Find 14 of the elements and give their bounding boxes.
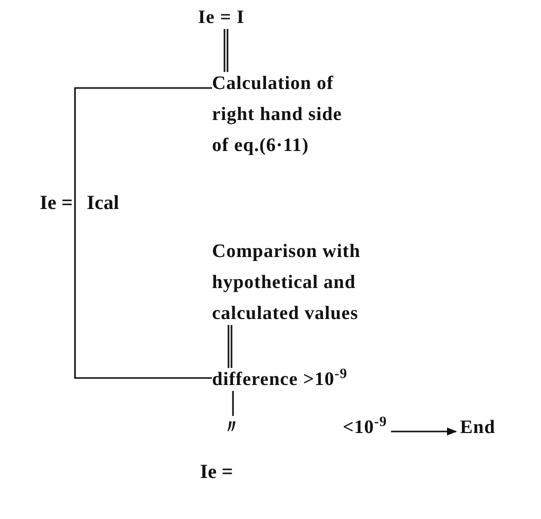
edge-label: Ie = Ical [40, 193, 119, 213]
flow-step-text: <10$^{-9}$ [342, 412, 387, 440]
equation-text: Ie = [200, 462, 234, 482]
arrow [391, 428, 457, 436]
flow-step-text: difference >10$^{-9}$ [212, 364, 348, 395]
flow-step-text: Calculation of right hand side of eq.(6·11) [212, 68, 364, 161]
flow-step-text: Ie = I [198, 2, 245, 33]
connector-line [74, 87, 212, 379]
flow-step-text: End [460, 412, 496, 443]
double-line-connector [224, 28, 228, 73]
flow-step-text: Comparison with hypothetical and calculated values [212, 236, 390, 329]
flow-step-text: 〃 [222, 416, 242, 440]
connector-line [232, 391, 234, 416]
double-line-connector [228, 324, 232, 369]
